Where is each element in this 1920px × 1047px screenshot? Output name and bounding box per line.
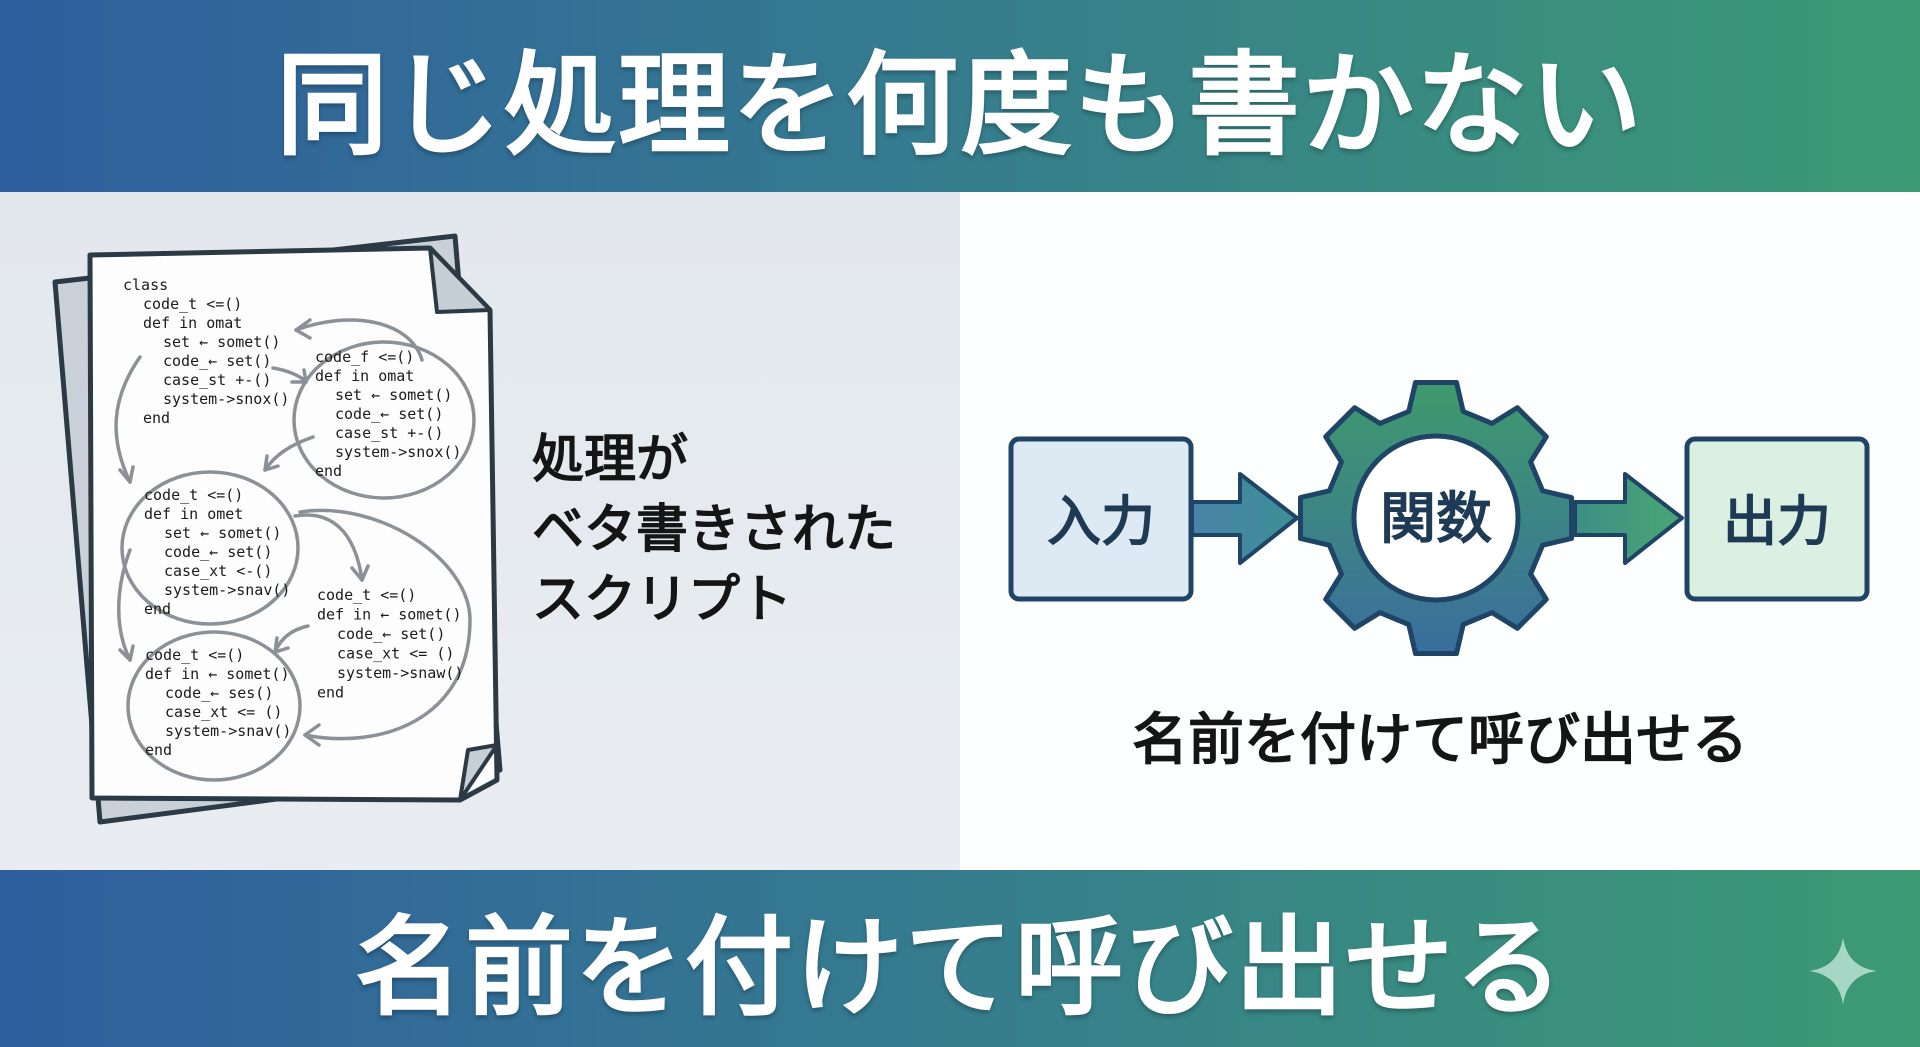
code-line: def in ← somet() xyxy=(317,606,462,624)
code-line: class xyxy=(123,276,168,294)
code-line: system->snav() xyxy=(164,581,290,599)
label-line: 処理が xyxy=(532,430,689,490)
code-line: system->snav() xyxy=(165,722,291,740)
code-line: set ← somet() xyxy=(164,524,281,542)
code-line: code_← set() xyxy=(163,352,271,370)
code-line: code_t <=() xyxy=(143,295,242,313)
arrow-right-icon xyxy=(1190,472,1299,565)
code-line: end xyxy=(143,409,170,427)
header-banner: 同じ処理を何度も書かない xyxy=(0,0,1920,192)
code-line: end xyxy=(317,684,344,702)
sparkle-icon xyxy=(1809,937,1877,1005)
footer-banner: 名前を付けて呼び出せる xyxy=(0,870,1920,1047)
code-line: code_← set() xyxy=(164,543,272,561)
code-line: def in omet xyxy=(144,505,243,523)
code-line: def in omat xyxy=(315,367,414,385)
code-line: code_← set() xyxy=(337,625,445,643)
code-line: case_st +-() xyxy=(335,424,443,442)
code-line: code_t <=() xyxy=(145,646,244,664)
code-line: def in ← somet() xyxy=(145,665,290,683)
code-line: case_xt <-() xyxy=(164,562,272,580)
code-line: set ← somet() xyxy=(163,333,280,351)
function-flow-diagram: 入力 関数 出力 xyxy=(1008,380,1870,656)
code-line: code_← ses() xyxy=(165,684,273,702)
code-line: case_xt <= () xyxy=(337,645,454,663)
code-line: system->snox() xyxy=(163,390,289,408)
input-label: 入力 xyxy=(1047,490,1155,553)
gear-center xyxy=(1351,433,1521,603)
output-box xyxy=(1684,436,1870,602)
code-line: case_xt <= () xyxy=(165,703,282,721)
label-line: ベタ書きされた xyxy=(532,500,897,560)
code-line: end xyxy=(144,600,171,618)
code-line: system->snaw() xyxy=(337,664,463,682)
code-line: code_← set() xyxy=(335,405,443,423)
code-line: case_st +-() xyxy=(163,371,271,389)
code-line: code_t <=() xyxy=(144,486,243,504)
code-line: set ← somet() xyxy=(335,386,452,404)
arrow-right-icon xyxy=(1573,472,1684,565)
code-line: end xyxy=(315,462,342,480)
diagram-caption: 名前を付けて呼び出せる xyxy=(1132,708,1748,773)
page-fold-top xyxy=(428,246,492,314)
code-line: def in omat xyxy=(143,314,242,332)
output-label: 出力 xyxy=(1723,490,1831,553)
label-line: スクリプト xyxy=(532,570,793,630)
function-label: 関数 xyxy=(1380,487,1492,552)
page-title: 同じ処理を何度も書かない xyxy=(276,41,1644,171)
code-line: system->snox() xyxy=(335,443,461,461)
code-line: code_f <=() xyxy=(315,348,414,366)
flow-arrows xyxy=(114,318,476,782)
footer-text: 名前を付けて呼び出せる xyxy=(354,905,1565,1031)
code-line: end xyxy=(145,741,172,759)
code-line: code_t <=() xyxy=(317,586,416,604)
page-fold-bottom xyxy=(458,743,499,802)
script-label: 処理が ベタ書きされた スクリプト xyxy=(532,425,896,635)
